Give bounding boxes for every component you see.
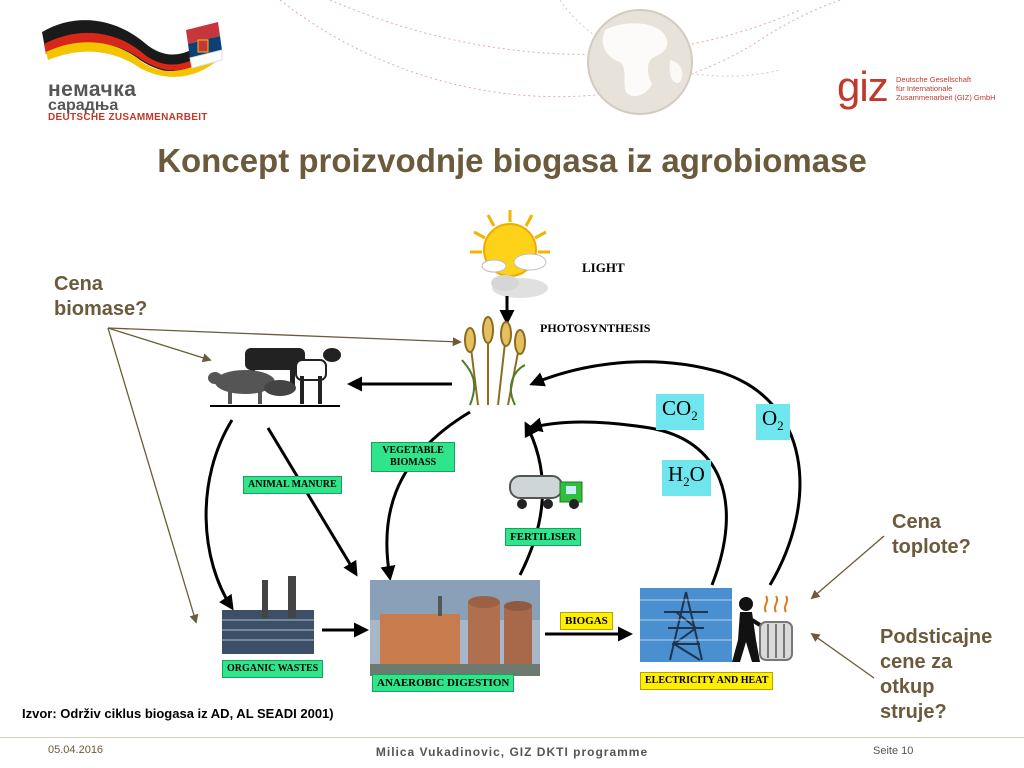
annotation-arrows [107, 327, 885, 679]
label-o2: O2 [756, 404, 790, 441]
cloud-icon [491, 275, 548, 298]
person-heating-icon [732, 595, 793, 662]
label-co2: CO2 [656, 394, 704, 431]
label-photosynthesis: PHOTOSYNTHESIS [540, 321, 651, 335]
question-heat-price: Cena toplote? [892, 511, 971, 558]
question-biomass-price: Cena biomase? [54, 273, 148, 320]
footer-date: 05.04.2016 [48, 744, 104, 756]
question-feed-in-tariff: Podsticajne cene za otkup struje? [880, 626, 993, 723]
globe-icon [587, 9, 693, 115]
label-fertiliser: FERTILISER [505, 528, 582, 546]
flag-ribbon-logo [42, 20, 223, 77]
power-pylon-icon [640, 588, 732, 662]
organic-waste-plant-icon [222, 576, 314, 654]
background-decoration [279, 0, 1000, 115]
wheat-icon [461, 316, 526, 406]
label-vegetable-biomass: VEGETABLE BIOMASS [371, 442, 455, 472]
tanker-truck-icon [509, 475, 583, 509]
label-light: LIGHT [582, 260, 625, 275]
livestock-icon [208, 348, 341, 404]
footer-page-number: Seite 10 [873, 745, 914, 757]
logo-text-saradnja: сарадња [48, 97, 119, 114]
giz-logo-line2: für Internationale [896, 84, 953, 93]
label-biogas: BIOGAS [560, 612, 613, 630]
biogas-plant-icon [370, 580, 540, 676]
label-anaerobic-digestion: ANAEROBIC DIGESTION [372, 674, 515, 692]
logo-text-nemacka: немачка [48, 78, 137, 101]
footer-divider [0, 737, 1024, 738]
source-citation: Izvor: Održiv ciklus biogasa iz AD, AL S… [22, 706, 334, 721]
page-title: Koncept proizvodnje biogasa iz agrobioma… [157, 142, 867, 179]
giz-logo-line1: Deutsche Gesellschaft [896, 75, 972, 84]
label-animal-manure: ANIMAL MANURE [243, 476, 342, 494]
label-organic-wastes: ORGANIC WASTES [222, 660, 324, 678]
label-h2o: H2O [662, 460, 711, 497]
giz-logo: giz [837, 63, 889, 110]
sun-icon [470, 210, 550, 277]
giz-logo-line3: Zusammenarbeit (GIZ) GmbH [896, 93, 996, 102]
logo-text-deutsche-zusammenarbeit: DEUTSCHE ZUSAMMENARBEIT [48, 112, 208, 123]
label-electricity-and-heat: ELECTRICITY AND HEAT [640, 672, 774, 690]
footer-author: Milica Vukadinovic, GIZ DKTI programme [375, 745, 649, 759]
